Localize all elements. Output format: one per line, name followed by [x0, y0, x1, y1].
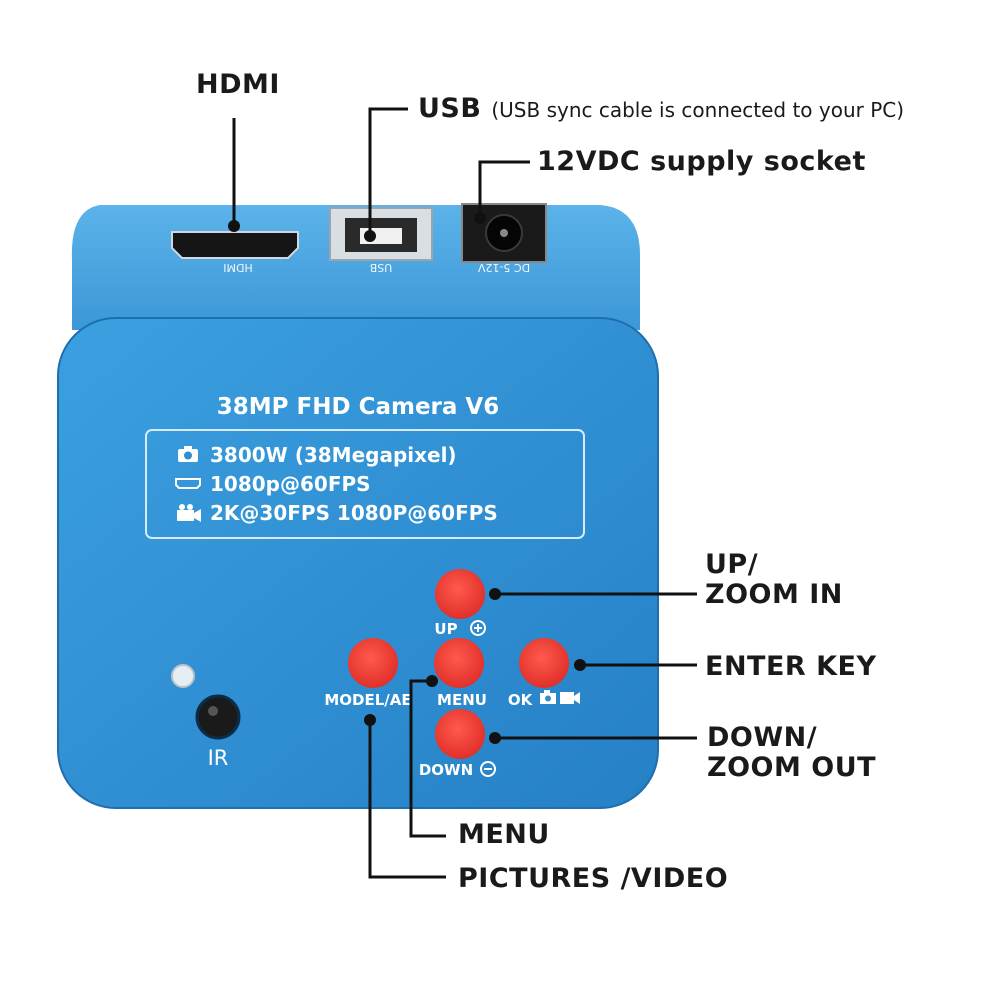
up-callout-line2: ZOOM IN [705, 579, 843, 610]
pictures-video-callout: PICTURES /VIDEO [458, 863, 729, 894]
ok-button-label: OK [508, 691, 534, 709]
camera-icon [178, 446, 198, 462]
up-button-label: UP [434, 620, 457, 638]
power-socket-callout: 12VDC supply socket [537, 146, 866, 177]
down-button-label: DOWN [419, 761, 473, 779]
down-zoom-out-button[interactable] [435, 709, 485, 759]
usb-port-label: USB [370, 261, 393, 274]
model-ae-button[interactable] [348, 638, 398, 688]
dc-power-socket: DC 5-12V [461, 203, 547, 274]
menu-callout: MENU [458, 819, 550, 850]
leader-lines [228, 107, 697, 879]
usb-callout-note: (USB sync cable is connected to your PC) [491, 98, 905, 122]
camera-title: 38MP FHD Camera V6 [217, 394, 499, 420]
photo-video-icon [540, 690, 580, 704]
hdmi-callout: HDMI [196, 69, 280, 100]
spec-resolution: 3800W (38Megapixel) [210, 443, 457, 467]
down-callout-line2: ZOOM OUT [707, 752, 877, 783]
up-zoom-in-callout: UP/ ZOOM IN [705, 550, 843, 610]
dc-port-label: DC 5-12V [477, 261, 530, 274]
video-camera-icon [177, 504, 201, 522]
spec-hdmi-output: 1080p@60FPS [210, 472, 371, 496]
hdmi-port-icon [175, 478, 201, 489]
usb-callout-title: USB [418, 93, 482, 124]
menu-button[interactable] [434, 638, 484, 688]
ir-label: IR [208, 746, 229, 770]
usb-callout: USB (USB sync cable is connected to your… [418, 94, 904, 125]
up-callout-line1: UP/ [705, 549, 759, 580]
spec-video-modes: 2K@30FPS 1080P@60FPS [210, 501, 498, 525]
up-zoom-in-button[interactable] [435, 569, 485, 619]
ok-enter-button[interactable] [519, 638, 569, 688]
hdmi-port-label: HDMI [223, 261, 252, 274]
hdmi-port: HDMI [171, 231, 299, 274]
zoom-out-icon [480, 761, 496, 777]
model-ae-button-label: MODEL/AE [324, 691, 411, 709]
enter-key-callout: ENTER KEY [705, 651, 877, 682]
ir-sensor [195, 694, 241, 740]
spec-box: 3800W (38Megapixel) 1080p@60FPS 2K@30FPS… [145, 429, 585, 539]
down-callout-line1: DOWN/ [707, 722, 818, 753]
camera-front-face [57, 317, 659, 809]
down-zoom-out-callout: DOWN/ ZOOM OUT [707, 723, 876, 783]
zoom-in-icon [470, 620, 486, 636]
status-led [171, 664, 195, 688]
menu-button-label: MENU [437, 691, 487, 709]
